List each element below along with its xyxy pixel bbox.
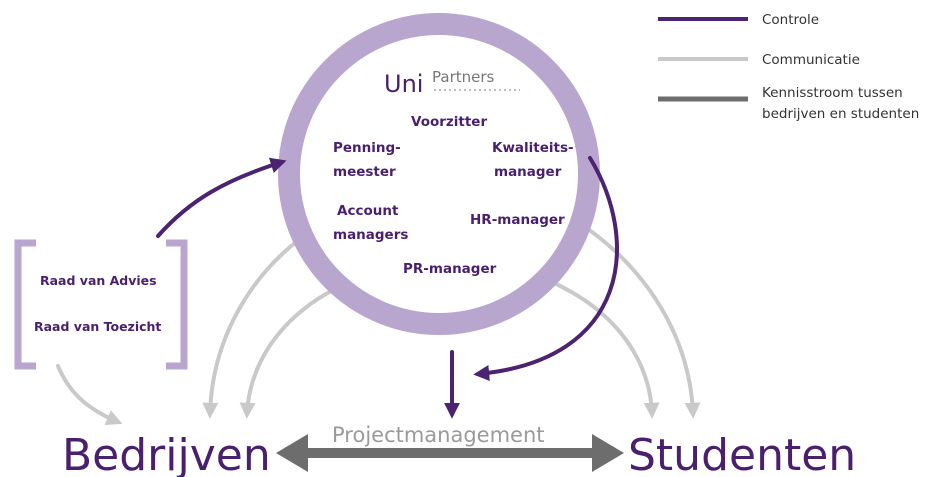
raad-van-toezicht: Raad van Toezicht <box>34 319 161 334</box>
advisory-bracket <box>14 239 188 370</box>
knowledge-flow-head-left <box>276 434 308 472</box>
role-hr-manager: HR-manager <box>470 212 565 228</box>
unipartners-logo: Uni Partners <box>384 68 520 98</box>
role-penningmeester-2: meester <box>333 164 396 180</box>
comm-arrow-raad-to-bedrijven <box>56 364 123 425</box>
comm-arrow-hr-to-studenten <box>576 220 701 419</box>
role-kwaliteitsmanager-1: Kwaliteits- <box>492 140 574 156</box>
advisory-bracket-right <box>166 239 188 370</box>
role-penningmeester-1: Penning- <box>333 140 401 156</box>
knowledge-flow-shaft <box>300 448 600 458</box>
logo-uni: Uni <box>384 70 423 98</box>
projectmanagement-label: Projectmanagement <box>332 423 545 447</box>
unipartners-ring <box>278 13 600 335</box>
legend: Controle Communicatie Kennisstroom tusse… <box>658 12 919 122</box>
bedrijven-label: Bedrijven <box>62 430 271 477</box>
control-arrow-kwaliteit-to-center <box>473 156 619 381</box>
roles: Voorzitter Penning- meester Kwaliteits- … <box>333 114 574 277</box>
role-kwaliteitsmanager-2: manager <box>494 164 562 180</box>
role-accountmanagers-1: Account <box>337 203 399 219</box>
legend-kennisstroom-label-2: bedrijven en studenten <box>762 106 919 122</box>
knowledge-flow-arrow <box>276 434 624 472</box>
role-pr-manager: PR-manager <box>403 261 497 277</box>
legend-controle-label: Controle <box>762 12 819 28</box>
studenten-label: Studenten <box>628 430 856 477</box>
raad-van-advies: Raad van Advies <box>40 273 157 288</box>
control-arrow-raad-to-ring <box>156 157 287 238</box>
role-voorzitter: Voorzitter <box>411 114 487 130</box>
logo-partners: Partners <box>432 68 495 86</box>
advisory-bracket-left <box>14 239 36 370</box>
legend-communicatie-label: Communicatie <box>762 52 860 68</box>
control-arrows <box>156 156 619 419</box>
legend-kennisstroom-label-1: Kennisstroom tussen <box>762 85 903 101</box>
role-accountmanagers-2: managers <box>333 227 408 243</box>
knowledge-flow-head-right <box>592 434 624 472</box>
